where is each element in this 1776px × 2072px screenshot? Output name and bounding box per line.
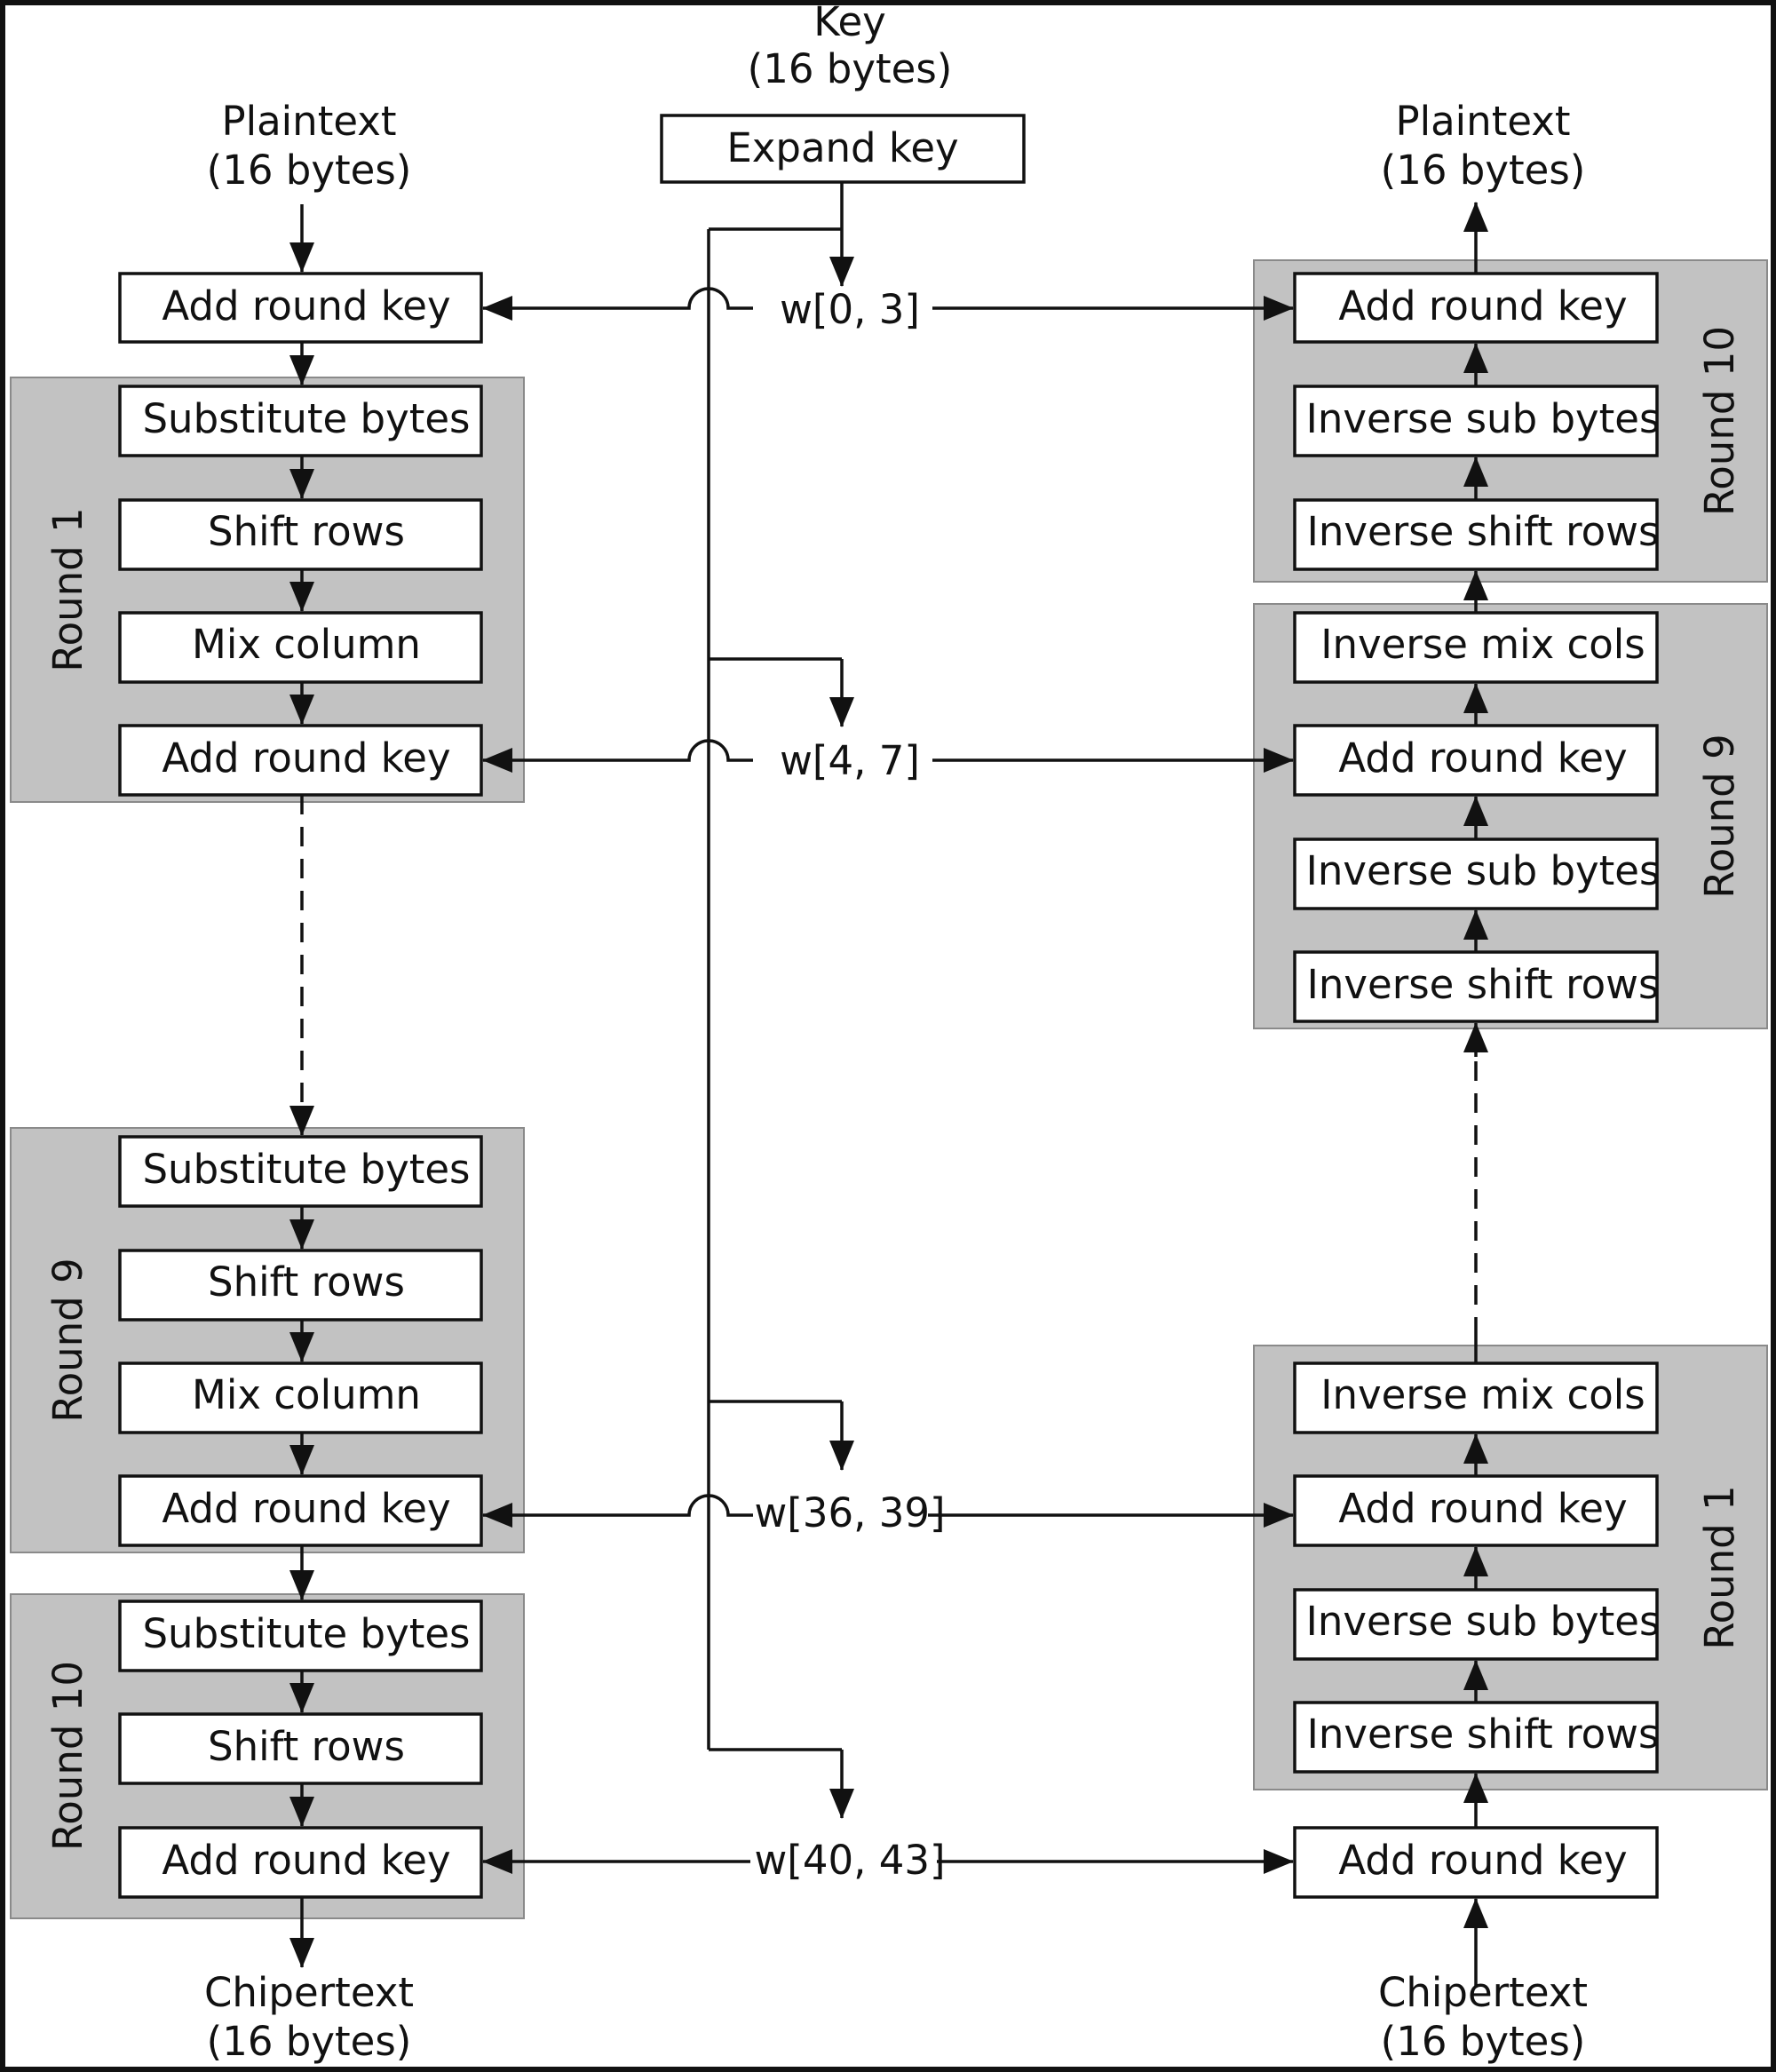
enc-r1-step-box <box>118 385 483 457</box>
dec-input-line1: Chipertext <box>1378 1969 1588 2016</box>
dec-r10-step-label: Inverse shift rows <box>1307 508 1660 555</box>
dec-r9-step-label: Inverse sub bytes <box>1306 847 1661 894</box>
enc-r9-step-label: Substitute bytes <box>142 1146 470 1193</box>
dec-r10-step-box <box>1293 498 1659 571</box>
encryption-column: Add round key Substitute bytes Shift row… <box>118 272 483 1899</box>
key-arrow-left <box>482 1494 753 1528</box>
dec-r9-step-box <box>1293 611 1659 684</box>
dec-r1-step-box <box>1293 1588 1659 1661</box>
dec-r9-step-label: Inverse mix cols <box>1320 621 1645 668</box>
enc-output-line2: (16 bytes) <box>207 2018 412 2065</box>
key-arrow-left <box>482 287 753 321</box>
enc-r9-step-box <box>118 1474 483 1547</box>
enc-round9-label: Round 9 <box>44 1258 91 1422</box>
enc-initial-add-label: Add round key <box>162 282 450 329</box>
dec-r10-step-box <box>1293 385 1659 457</box>
dec-round9-label: Round 9 <box>1696 734 1743 898</box>
expand-key-label: Expand key <box>726 124 958 171</box>
dec-r10-step-label: Add round key <box>1338 282 1627 329</box>
enc-r1-step-label: Add round key <box>162 734 450 782</box>
enc-r1-step-label: Substitute bytes <box>142 395 470 442</box>
dec-input-line2: (16 bytes) <box>1381 2018 1586 2065</box>
connectors <box>289 182 1488 1988</box>
round-key-label: w[0, 3] <box>780 286 920 333</box>
enc-r1-step-box <box>118 611 483 684</box>
dec-initial-add-box <box>1293 1826 1659 1899</box>
dec-r1-step-label: Inverse sub bytes <box>1306 1598 1661 1645</box>
enc-round10-label: Round 10 <box>44 1661 91 1851</box>
enc-r1-step-label: Mix column <box>192 621 421 668</box>
enc-r10-step-label: Substitute bytes <box>142 1610 470 1657</box>
dec-round10-label: Round 10 <box>1696 326 1743 516</box>
dec-r9-step-label: Inverse shift rows <box>1307 961 1660 1008</box>
key-size: (16 bytes) <box>748 45 953 92</box>
round-key-label: w[40, 43] <box>754 1837 945 1884</box>
enc-output-line1: Chipertext <box>204 1969 414 2016</box>
dec-round1-label: Round 1 <box>1696 1485 1743 1649</box>
dec-r9-step-label: Add round key <box>1338 734 1627 782</box>
dec-r1-step-label: Inverse mix cols <box>1320 1371 1645 1418</box>
key-arrow-left <box>482 739 753 773</box>
expand-key-box <box>660 114 1026 184</box>
enc-r1-step-label: Shift rows <box>208 508 405 555</box>
dec-r1-step-box <box>1293 1361 1659 1434</box>
enc-initial-add-box <box>118 272 483 344</box>
decryption-column: Add round key Inverse sub bytes Inverse … <box>1293 272 1661 1899</box>
enc-r9-step-label: Shift rows <box>208 1258 405 1306</box>
enc-r9-step-box <box>118 1249 483 1322</box>
dec-r1-step-label: Inverse shift rows <box>1307 1711 1660 1758</box>
round-key-label: w[36, 39] <box>754 1489 945 1536</box>
enc-r10-step-box <box>118 1826 483 1899</box>
enc-input-line1: Plaintext <box>221 98 396 145</box>
enc-r10-step-label: Shift rows <box>208 1723 405 1770</box>
enc-r10-step-box <box>118 1712 483 1785</box>
dec-output-line1: Plaintext <box>1395 98 1570 145</box>
enc-r9-step-box <box>118 1361 483 1434</box>
dec-r10-step-label: Inverse sub bytes <box>1306 395 1661 442</box>
round-key-label: w[4, 7] <box>780 737 920 784</box>
dec-output-line2: (16 bytes) <box>1381 147 1586 194</box>
enc-r9-step-label: Add round key <box>162 1485 450 1532</box>
enc-input-line2: (16 bytes) <box>207 147 412 194</box>
enc-r1-step-box <box>118 724 483 797</box>
enc-r10-step-label: Add round key <box>162 1837 450 1884</box>
dec-r1-step-label: Add round key <box>1338 1485 1627 1532</box>
enc-r10-step-box <box>118 1600 483 1672</box>
key-title: Key <box>813 0 886 45</box>
dec-r1-step-box <box>1293 1701 1659 1774</box>
enc-round1-label: Round 1 <box>44 507 91 671</box>
dec-initial-add-label: Add round key <box>1338 1837 1627 1884</box>
enc-r9-step-label: Mix column <box>192 1371 421 1418</box>
